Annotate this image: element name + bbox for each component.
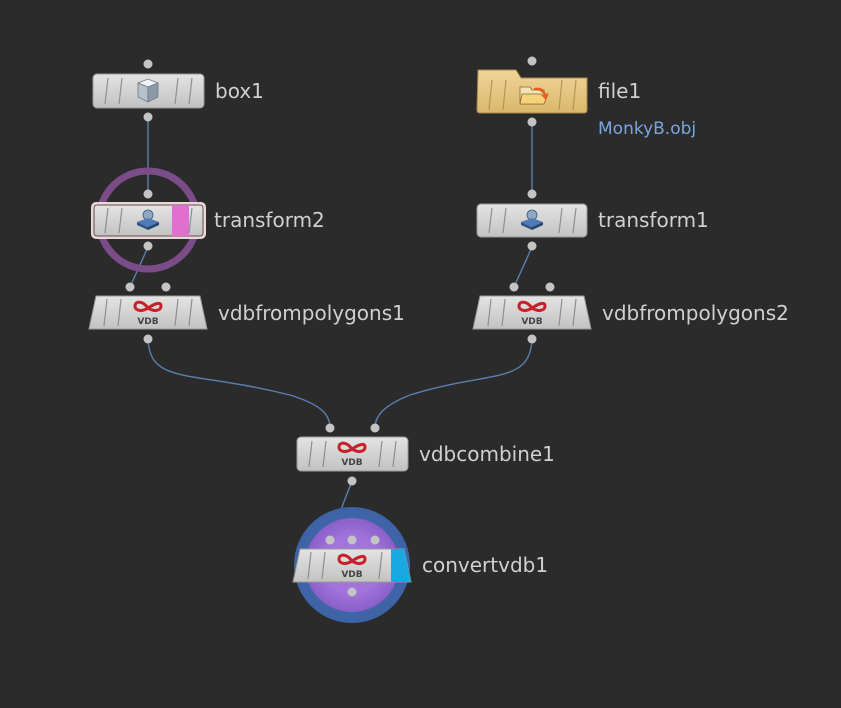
output-connector[interactable]: [527, 334, 537, 344]
node-vdbcombine1[interactable]: VDB: [296, 423, 409, 486]
wire-vdbfrompolygons1-vdbcombine1: [147, 338, 331, 429]
output-connector[interactable]: [143, 334, 153, 344]
node-label-transform1[interactable]: transform1: [598, 208, 709, 232]
input-connector[interactable]: [527, 189, 537, 199]
svg-text:VDB: VDB: [341, 570, 362, 580]
vdb-icon: VDB: [517, 300, 547, 327]
wire-vdbfrompolygons2-vdbcombine1: [374, 338, 533, 429]
node-transform1[interactable]: [476, 189, 588, 251]
wire-transform1-vdbfrompolygons2: [513, 246, 533, 288]
input-connector[interactable]: [125, 282, 135, 292]
node-label-transform2[interactable]: transform2: [214, 208, 325, 232]
folder-open-icon: [519, 86, 549, 105]
node-body[interactable]: [296, 436, 409, 472]
node-vdbfrompolygons1[interactable]: VDB: [88, 282, 208, 344]
node-box1[interactable]: [92, 59, 205, 122]
input-connector[interactable]: [143, 189, 153, 199]
input-connector[interactable]: [370, 423, 380, 433]
input-connector[interactable]: [347, 535, 357, 545]
display-flag[interactable]: [172, 205, 189, 236]
output-connector[interactable]: [143, 241, 153, 251]
node-label-file1[interactable]: file1: [598, 79, 642, 103]
input-connector[interactable]: [143, 59, 153, 69]
output-connector[interactable]: [527, 117, 537, 127]
input-connector[interactable]: [325, 423, 335, 433]
box-icon: [136, 78, 160, 103]
node-sublabel-file1: MonkyB.obj: [598, 119, 697, 139]
input-connector[interactable]: [325, 535, 335, 545]
input-connector[interactable]: [509, 282, 519, 292]
output-connector[interactable]: [143, 112, 153, 122]
input-connector[interactable]: [545, 282, 555, 292]
node-label-box1[interactable]: box1: [215, 79, 264, 103]
node-file1[interactable]: [476, 56, 588, 127]
node-vdbfrompolygons2[interactable]: VDB: [472, 282, 592, 344]
wires: [129, 117, 533, 539]
vdb-icon: VDB: [337, 441, 367, 468]
transform-icon: [521, 209, 543, 230]
svg-text:VDB: VDB: [521, 317, 542, 327]
render-flag[interactable]: [391, 549, 411, 582]
output-connector[interactable]: [347, 587, 357, 597]
node-transform2[interactable]: [91, 189, 206, 251]
node-convertvdb1[interactable]: VDB: [292, 535, 412, 597]
vdb-icon: VDB: [337, 553, 367, 580]
transform-icon: [137, 209, 159, 230]
output-connector[interactable]: [347, 476, 357, 486]
svg-text:VDB: VDB: [137, 317, 158, 327]
node-label-vdbfrompolygons1[interactable]: vdbfrompolygons1: [218, 301, 405, 325]
vdb-icon: VDB: [133, 300, 163, 327]
node-label-vdbfrompolygons2[interactable]: vdbfrompolygons2: [602, 301, 789, 325]
svg-text:VDB: VDB: [341, 458, 362, 468]
input-connector[interactable]: [161, 282, 171, 292]
output-connector[interactable]: [527, 241, 537, 251]
node-label-convertvdb1[interactable]: convertvdb1: [422, 553, 549, 577]
input-connector[interactable]: [370, 535, 380, 545]
input-connector[interactable]: [527, 56, 537, 66]
node-label-vdbcombine1[interactable]: vdbcombine1: [419, 442, 555, 466]
